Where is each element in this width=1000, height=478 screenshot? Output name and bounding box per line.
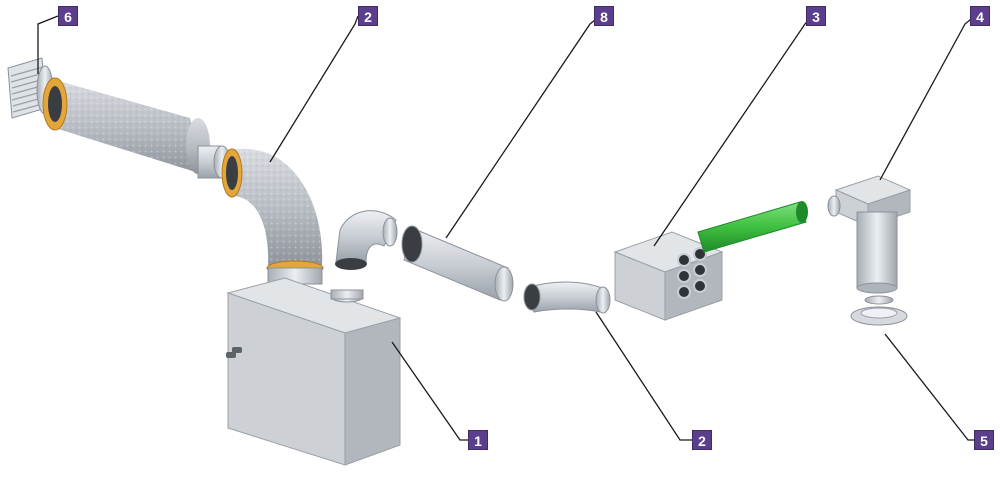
ventilation-unit xyxy=(226,277,402,466)
leader-line-2-top xyxy=(269,15,359,163)
callout-badge-terminal-box: 4 xyxy=(970,6,990,26)
flexible-hose xyxy=(697,201,808,253)
leader-line-1 xyxy=(391,341,470,441)
leader-line-6 xyxy=(37,15,59,74)
leader-line-8 xyxy=(445,15,601,239)
callout-badge-unit: 1 xyxy=(468,430,488,450)
callout-badge-bend: 2 xyxy=(692,430,712,450)
leader-line-2-bottom xyxy=(595,311,694,441)
callout-badge-silencer: 8 xyxy=(594,6,614,26)
terminal-box xyxy=(827,175,912,294)
insulated-bend xyxy=(221,148,324,285)
leader-line-5 xyxy=(884,333,976,441)
leader-line-4 xyxy=(879,15,976,181)
leader-lines xyxy=(37,15,976,441)
callout-badge-diffuser: 5 xyxy=(974,430,994,450)
callout-badge-insulated-duct: 2 xyxy=(358,6,378,26)
callout-badge-grille: 6 xyxy=(58,6,78,26)
silencer xyxy=(401,225,514,302)
distribution-plenum xyxy=(613,231,724,321)
insulated-straight-duct xyxy=(42,77,231,179)
metal-elbow xyxy=(335,210,398,270)
ceiling-diffuser xyxy=(850,295,908,326)
callout-badge-plenum: 3 xyxy=(806,6,826,26)
metal-bend xyxy=(523,281,611,314)
